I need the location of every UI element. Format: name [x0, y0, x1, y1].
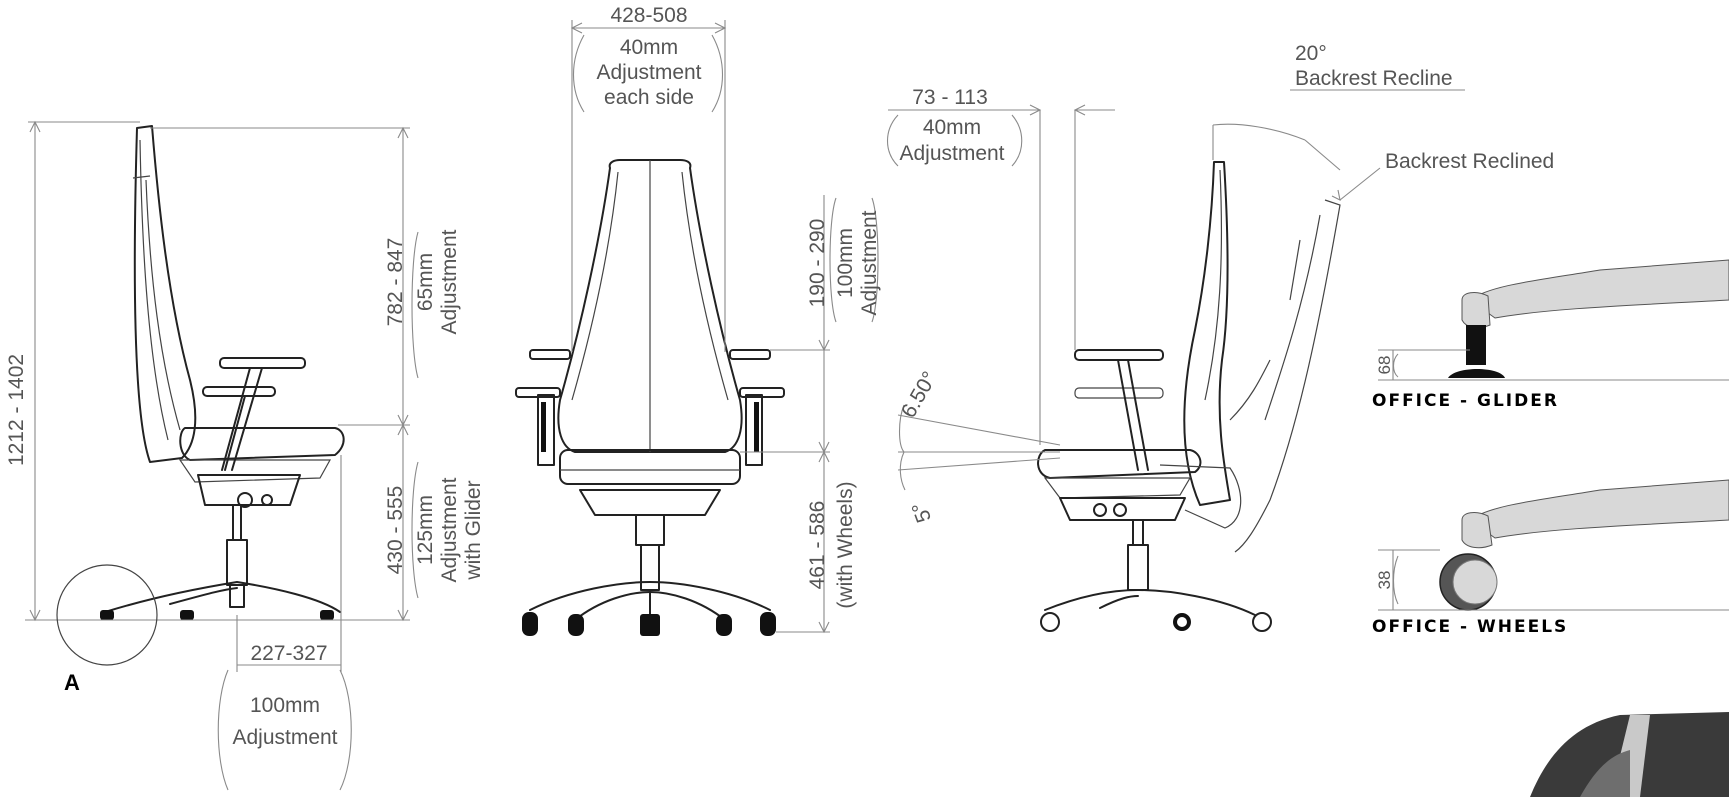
arm-height-adjust-label-2: Adjustment	[858, 210, 881, 315]
wheel-height-note: (with Wheels)	[834, 481, 857, 608]
wheels-option-illustration	[1378, 479, 1729, 611]
seat-tilt-up-label: 6.50°	[897, 368, 942, 422]
wheels-option-label: OFFICE - WHEELS	[1372, 617, 1568, 637]
seat-height-label: 430 - 555	[384, 486, 407, 575]
arm-depth-label: 73 - 113	[912, 86, 988, 109]
detail-a-label: A	[64, 670, 80, 695]
front-view-dimensions	[570, 20, 879, 634]
glider-option-illustration	[1378, 259, 1729, 381]
seat-depth-adjust-label-2: Adjustment	[232, 726, 337, 749]
back-adjust-label-1: 65mm	[414, 253, 437, 311]
seat-tilt-down-label: 5°	[908, 499, 936, 526]
side-view-dimensions	[28, 120, 419, 791]
seat-adjust-label-3: with Glider	[462, 480, 485, 580]
arm-width-label: 428-508	[610, 4, 687, 27]
seat-adjust-label-1: 125mm	[414, 495, 437, 565]
recline-label: Backrest Recline	[1295, 67, 1453, 90]
back-adjust-label-2: Adjustment	[438, 229, 461, 334]
arm-adjust-label-1: 40mm	[620, 36, 678, 59]
side-view-chair	[25, 125, 345, 666]
wheels-dim-label: 38	[1375, 571, 1394, 590]
arm-adjust-label-3: each side	[604, 86, 694, 109]
seat-adjust-label-2: Adjustment	[438, 477, 461, 582]
arm-height-adjust-label-1: 100mm	[834, 228, 857, 298]
overall-height-label: 1212 - 1402	[5, 354, 28, 466]
arm-adjust-label-2: Adjustment	[596, 61, 701, 84]
seat-depth-adjust-label-1: 100mm	[250, 694, 320, 717]
reclined-label: Backrest Reclined	[1385, 150, 1554, 173]
front-view-chair	[515, 159, 785, 636]
back-height-label: 782 - 847	[384, 238, 407, 327]
arm-height-label: 190 - 290	[806, 219, 829, 308]
glider-option-label: OFFICE - GLIDER	[1372, 391, 1559, 411]
arm-depth-adjust-label-1: 40mm	[923, 116, 981, 139]
detail-a-circle	[56, 564, 158, 666]
recline-angle-label: 20°	[1295, 42, 1327, 65]
seat-depth-label: 227-327	[250, 642, 327, 665]
recline-view-chair	[1037, 161, 1341, 632]
arm-depth-adjust-label-2: Adjustment	[899, 142, 1004, 165]
wheel-height-label: 461 - 586	[806, 501, 829, 590]
recline-view-dimensions	[886, 89, 1465, 491]
glider-dim-label: 68	[1375, 356, 1394, 375]
chair-photo-crop	[1530, 712, 1729, 797]
